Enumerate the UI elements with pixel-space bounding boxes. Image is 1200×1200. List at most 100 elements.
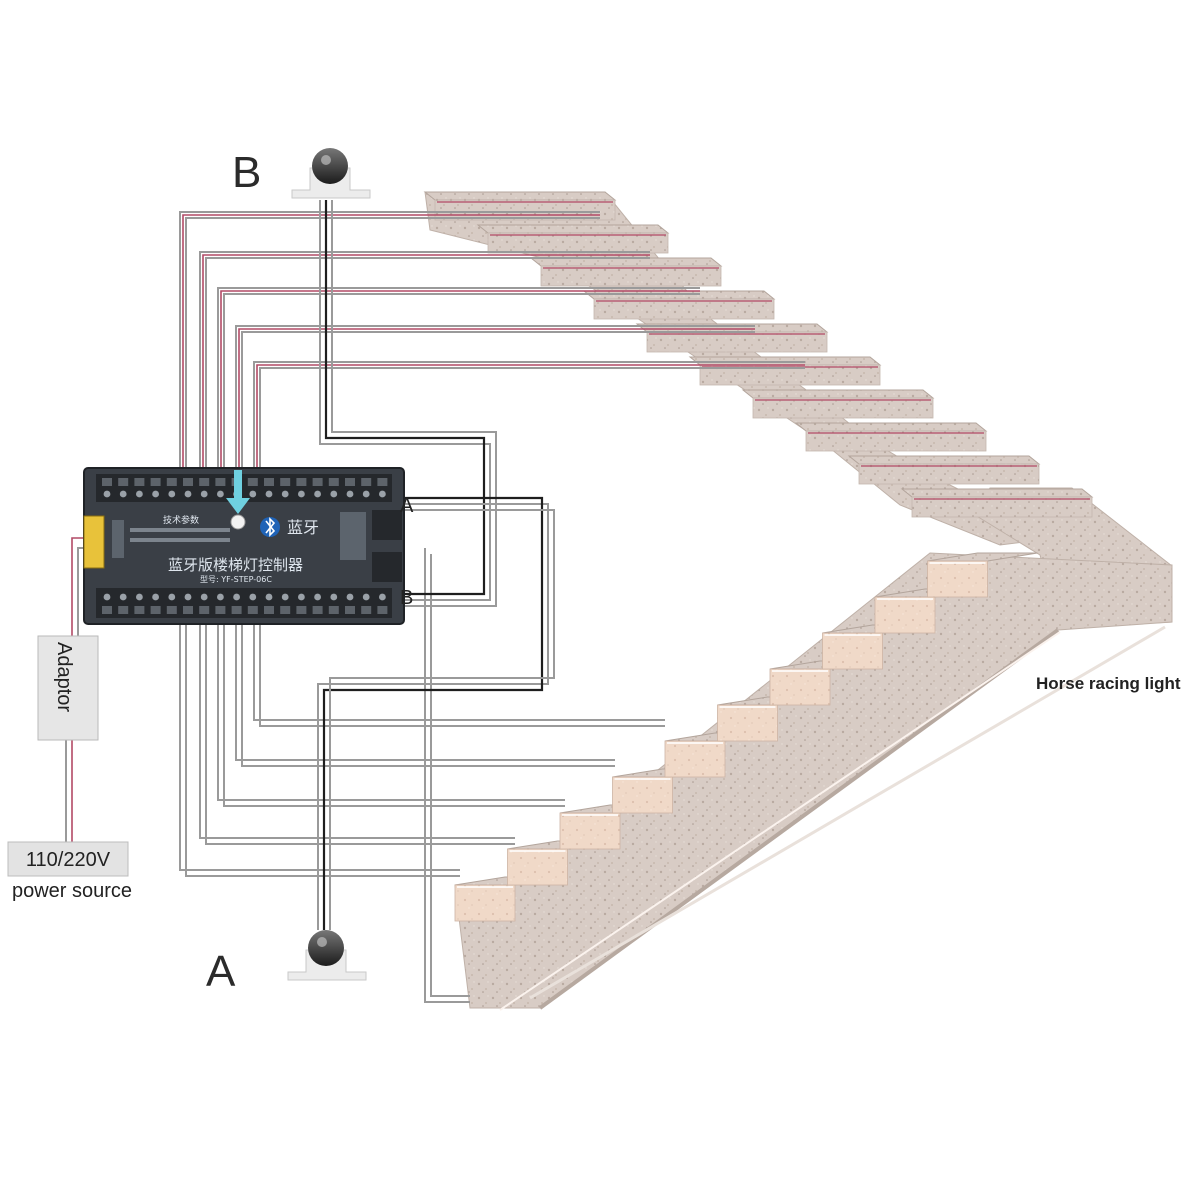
terminal-screw-head	[200, 490, 208, 498]
voltage-label: 110/220V	[26, 849, 111, 871]
power-terminal	[83, 515, 105, 569]
upper-step-riser	[487, 232, 669, 254]
terminal-screw-head	[103, 593, 111, 601]
power-source-box: 110/220V	[7, 841, 129, 877]
terminal-screw	[118, 606, 129, 614]
learn-button	[230, 514, 246, 530]
terminal-screw	[296, 606, 307, 614]
lower-step-riser	[769, 668, 831, 706]
port-a-label: A	[400, 495, 414, 517]
terminal-screw-head	[265, 490, 273, 498]
terminal-screw-head	[379, 490, 386, 498]
lower-flight-steps	[454, 552, 1038, 922]
terminal-screw-head	[103, 490, 111, 498]
motion-sensor-icon	[287, 930, 367, 981]
terminal-screw-head	[233, 593, 241, 601]
upper-step-tread	[529, 257, 723, 267]
terminal-screw-head	[346, 593, 354, 601]
terminal-screw-head	[119, 593, 127, 601]
sensor-a-label: A	[206, 947, 236, 996]
sensor-terminal-a	[372, 510, 402, 540]
terminal-screw-head	[298, 593, 305, 601]
upper-step-tread	[741, 389, 935, 399]
terminal-screw	[102, 606, 112, 614]
terminal-screw	[296, 478, 307, 486]
terminal-screw	[377, 478, 388, 486]
terminal-screw	[377, 606, 388, 614]
horse-racing-light-label: Horse racing light	[1036, 674, 1181, 693]
terminal-screw-head	[136, 593, 143, 601]
terminal-screw-head	[217, 593, 224, 601]
params-heading: 技术参数	[163, 514, 199, 526]
terminal-screw	[215, 478, 226, 486]
terminal-screw-head	[281, 593, 289, 601]
terminal-screw-head	[200, 593, 208, 601]
terminal-screw	[134, 606, 145, 614]
terminal-screw-head	[217, 490, 224, 498]
terminal-screw-head	[298, 490, 305, 498]
terminal-screw	[312, 478, 323, 486]
upper-step-riser	[752, 397, 934, 419]
terminal-screw	[166, 478, 177, 486]
terminal-screw	[280, 606, 291, 614]
terminal-screw	[345, 478, 355, 486]
upper-step-riser	[911, 496, 1093, 518]
terminal-screw	[183, 606, 193, 614]
terminal-screw	[264, 478, 274, 486]
stair-light-controller: 技术参数 蓝牙 蓝牙版楼梯灯控制器 型号: YF-STEP-06C	[83, 467, 405, 625]
terminal-screw-head	[184, 490, 192, 498]
lower-step-riser	[559, 812, 621, 850]
terminal-screw	[345, 606, 355, 614]
power-source-label: power source	[12, 880, 132, 902]
sensor-b-label: B	[232, 148, 261, 197]
lower-step-riser	[664, 740, 726, 778]
terminal-screw-head	[168, 593, 176, 601]
terminal-screw-head	[346, 490, 354, 498]
upper-step-tread	[794, 422, 988, 432]
controller-model: 型号: YF-STEP-06C	[200, 575, 272, 584]
terminal-screw	[361, 478, 372, 486]
controller-title: 蓝牙版楼梯灯控制器	[168, 556, 303, 574]
step-wiring-lower	[179, 548, 665, 1003]
down-arrow-icon	[226, 470, 250, 514]
lower-step-riser	[717, 704, 778, 742]
lower-step-riser	[822, 632, 883, 670]
terminal-screw	[102, 478, 112, 486]
upper-step-tread	[476, 224, 670, 234]
upper-step-tread	[847, 455, 1041, 465]
lower-step-riser	[612, 776, 673, 814]
upper-step-riser	[593, 298, 775, 320]
terminal-screw-head	[136, 490, 143, 498]
terminal-screw	[312, 606, 323, 614]
lower-step-riser	[874, 596, 936, 634]
terminal-screw-head	[379, 593, 386, 601]
upper-step-tread	[900, 488, 1094, 498]
terminal-screw	[150, 478, 161, 486]
terminal-screw-head	[168, 490, 176, 498]
terminal-screw	[199, 606, 210, 614]
sensor-terminal-b	[372, 552, 402, 582]
terminal-screw-head	[152, 490, 160, 498]
terminal-screw-head	[362, 593, 370, 601]
terminal-screw	[199, 478, 210, 486]
terminal-screw-head	[265, 593, 273, 601]
terminal-screw	[183, 478, 193, 486]
terminal-screw	[166, 606, 177, 614]
staircase	[424, 191, 1173, 1011]
upper-step-riser	[858, 463, 1040, 485]
terminal-screw-head	[330, 490, 338, 498]
top-terminal-strip	[96, 474, 392, 502]
terminal-screw	[361, 606, 372, 614]
controller-brand: 蓝牙	[287, 518, 319, 537]
top-terminals	[102, 478, 388, 498]
terminal-screw	[134, 478, 145, 486]
port-b-label: B	[400, 587, 413, 609]
terminal-screw-head	[281, 490, 289, 498]
terminal-screw-head	[330, 593, 338, 601]
terminal-screw	[247, 478, 258, 486]
terminal-screw	[328, 478, 339, 486]
upper-step-tread	[423, 191, 617, 201]
terminal-screw-head	[119, 490, 127, 498]
terminal-screw-head	[249, 593, 257, 601]
